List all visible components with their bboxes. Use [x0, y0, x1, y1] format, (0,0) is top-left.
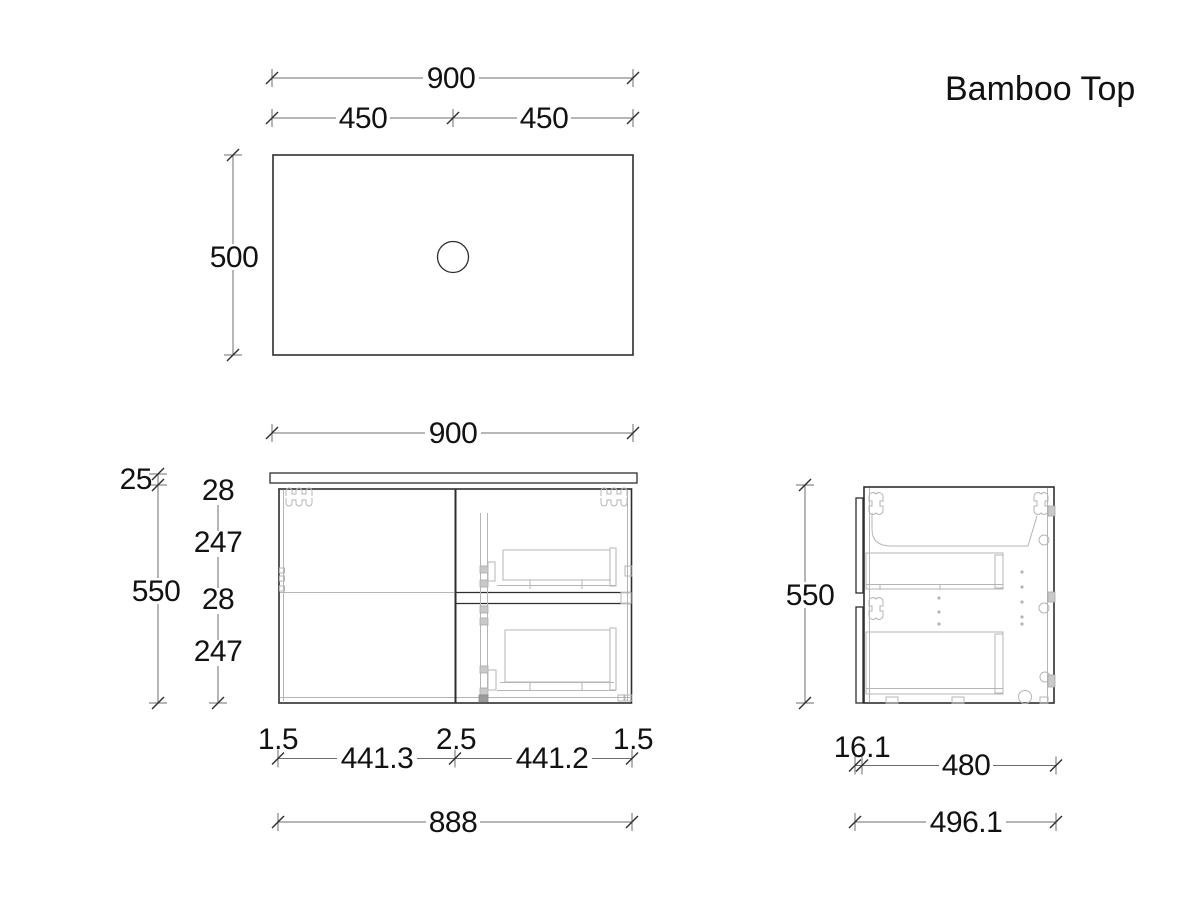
dim-body-depth-label: 480	[942, 749, 991, 782]
front-view: 900	[120, 417, 654, 839]
drawer-runner-channel	[478, 513, 489, 703]
lower-drawer-side	[865, 631, 1004, 695]
dim-front-height-label: 550	[132, 575, 181, 608]
dim-chain-label: 247	[194, 635, 243, 668]
front-bottom-chain-dimension: 1.5 2.5 1.5 441.3 441.2	[258, 723, 654, 775]
dim-center-gap-label: 2.5	[436, 723, 476, 756]
wall-bracket-icon	[600, 487, 628, 507]
dim-carcass-width-label: 888	[429, 806, 478, 839]
dim-depth-label: 500	[210, 241, 259, 274]
wall-bracket-icon	[1033, 492, 1049, 515]
front-carcass-width-dimension: 888	[271, 806, 639, 839]
side-overall-depth-dimension: 496.1	[848, 806, 1063, 839]
front-height-dimension: 25 550	[120, 463, 184, 710]
side-height-dimension: 550	[783, 478, 837, 710]
front-chain-dimension: 28 247 28 247	[191, 474, 245, 710]
fixing-cams	[1018, 505, 1056, 704]
side-view: 550 16.1 480 496.1	[783, 478, 1063, 839]
dim-top-width-label: 900	[427, 62, 476, 95]
benchtop-edge	[269, 472, 638, 484]
wall-bracket-icon	[868, 492, 884, 515]
dim-side-height-label: 550	[786, 579, 835, 612]
top-view: 900 450 450 500	[206, 62, 640, 362]
side-depth-dimension: 16.1 480	[834, 731, 1063, 782]
dim-chain-label: 28	[202, 474, 234, 507]
dim-chain-label: 28	[202, 583, 234, 616]
drawing-title: Bamboo Top	[945, 70, 1135, 108]
dim-overall-depth-label: 496.1	[930, 806, 1003, 839]
dim-edge-right-label: 1.5	[613, 723, 653, 756]
shelf-pin-marks	[279, 567, 285, 592]
dim-front-width-label: 900	[429, 417, 478, 450]
front-width-dimension: 900	[265, 417, 640, 450]
wall-bracket-icon	[868, 597, 884, 620]
base-clips	[885, 696, 1049, 704]
top-view-half-width-dimension: 450 450	[265, 102, 640, 135]
upper-drawer-side	[865, 552, 1004, 590]
dim-chain-label: 247	[194, 526, 243, 559]
upper-drawer-internals	[487, 547, 633, 589]
dim-benchtop-thickness-label: 25	[120, 463, 152, 496]
door-edge-lower	[855, 606, 864, 704]
lower-drawer-internals	[487, 627, 633, 702]
dim-right-half-label: 450	[520, 102, 569, 135]
wall-bracket-icon	[285, 487, 313, 507]
drawer-gap	[456, 591, 632, 605]
pin-hole-dots	[937, 570, 1024, 626]
top-view-width-dimension: 900	[265, 62, 640, 95]
cabinet-side-outline	[863, 486, 1055, 704]
top-view-depth-dimension: 500	[206, 148, 262, 362]
dim-right-panel-label: 441.2	[516, 742, 589, 775]
door-edge-upper	[855, 497, 864, 594]
benchtop-outline	[272, 154, 634, 356]
tap-hole	[436, 240, 470, 274]
dim-left-panel-label: 441.3	[341, 742, 414, 775]
basin-profile	[871, 513, 1038, 547]
dim-left-half-label: 450	[339, 102, 388, 135]
